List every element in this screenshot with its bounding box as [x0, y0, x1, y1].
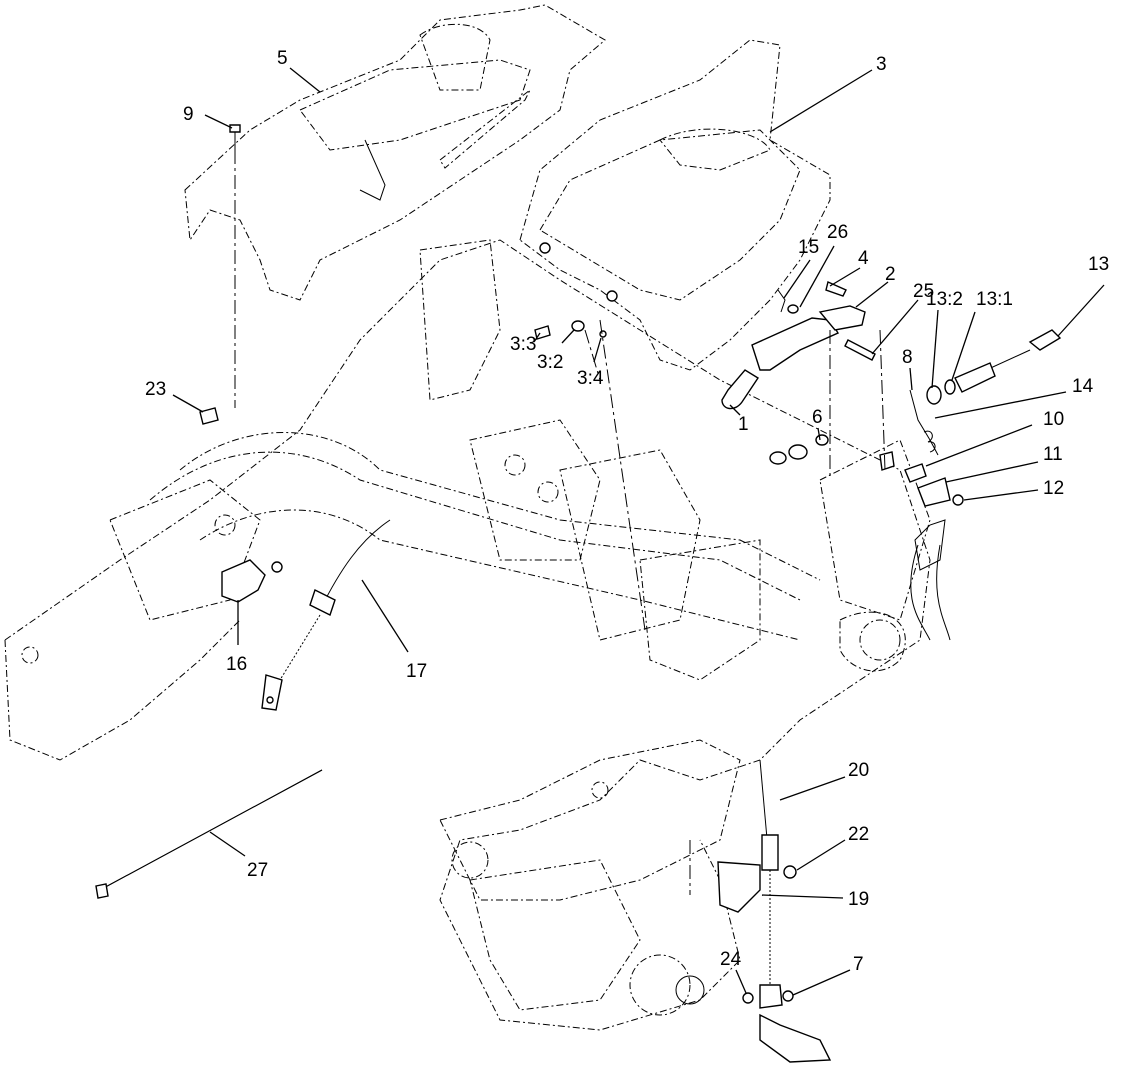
- throttle-cable-assembly: [909, 329, 1062, 456]
- callout-5: 5: [277, 48, 288, 69]
- callout-20: 20: [848, 760, 869, 781]
- callout-3-2: 3:2: [537, 352, 563, 373]
- callout-6: 6: [812, 407, 823, 428]
- callout-12: 12: [1043, 478, 1064, 499]
- cable-bracket: [717, 861, 761, 913]
- callout-25: 25: [913, 281, 934, 302]
- callout-16: 16: [226, 654, 247, 675]
- callout-19: 19: [848, 889, 869, 910]
- control-housing: [519, 39, 831, 371]
- console-cover: [184, 4, 606, 301]
- lever-arm: [751, 317, 840, 371]
- callout-8: 8: [902, 347, 913, 368]
- callout-9: 9: [183, 104, 194, 125]
- cable-clamp: [221, 559, 266, 603]
- callout-14: 14: [1072, 376, 1094, 397]
- callout-3: 3: [876, 54, 887, 75]
- callout-7: 7: [853, 954, 864, 975]
- hairpin-clip: [777, 289, 786, 313]
- callout-24: 24: [720, 949, 742, 970]
- hardware-cluster: [769, 434, 964, 641]
- callout-23: 23: [145, 379, 166, 400]
- alignment-lines: [234, 150, 886, 895]
- callout-22: 22: [848, 824, 869, 845]
- callout-11: 11: [1043, 444, 1063, 465]
- chassis-frame: [4, 239, 931, 1031]
- callout-labels: 5 9 3 23 3:3 3:2 3:4 15 26 4 2 25 1 8 13…: [145, 48, 1109, 975]
- choke-cable-assembly: [221, 519, 391, 711]
- callout-2: 2: [885, 264, 896, 285]
- lever-grip: [721, 369, 759, 410]
- callout-13: 13: [1088, 254, 1109, 275]
- callout-13-1: 13:1: [976, 289, 1013, 310]
- cable-tie: [95, 769, 323, 899]
- callout-27: 27: [247, 860, 268, 881]
- callout-17: 17: [406, 661, 427, 682]
- callout-10: 10: [1043, 409, 1064, 430]
- lever-bracket: [818, 305, 866, 331]
- pin: [844, 339, 876, 361]
- small-fasteners: [199, 124, 607, 425]
- callout-3-3: 3:3: [510, 334, 536, 355]
- callout-13-2: 13:2: [926, 289, 963, 310]
- callout-4: 4: [858, 248, 869, 269]
- callout-26: 26: [827, 222, 848, 243]
- leader-lines: [172, 67, 1105, 996]
- lever-assembly: [721, 281, 876, 410]
- washer: [787, 304, 799, 314]
- callout-1: 1: [738, 414, 749, 435]
- pivot-bolt: [825, 281, 847, 297]
- callout-3-4: 3:4: [577, 368, 604, 389]
- lower-cable-assembly: [717, 759, 832, 1063]
- callout-15: 15: [798, 237, 819, 258]
